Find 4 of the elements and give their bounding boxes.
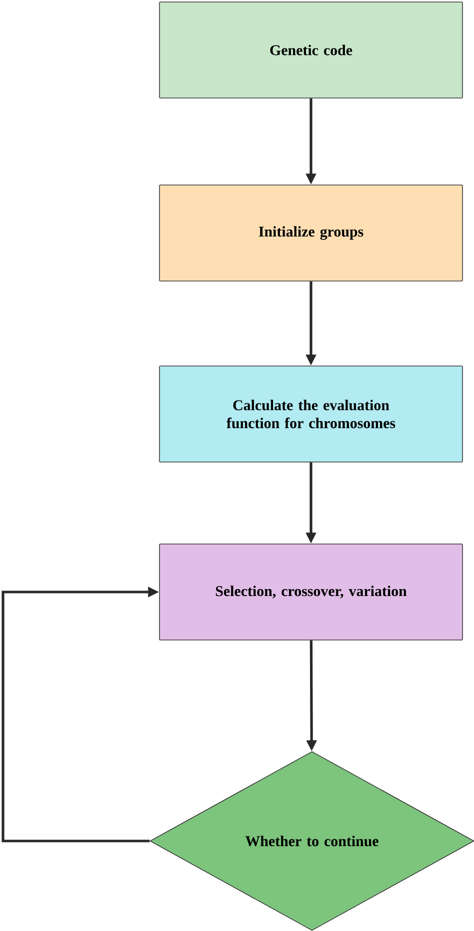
- process-box: Selection, crossover, variation: [159, 544, 463, 640]
- process-box: Calculate the evaluation function for chromosomes: [159, 366, 463, 462]
- process-box: Initialize groups: [159, 184, 463, 282]
- process-box: Genetic code: [159, 2, 463, 98]
